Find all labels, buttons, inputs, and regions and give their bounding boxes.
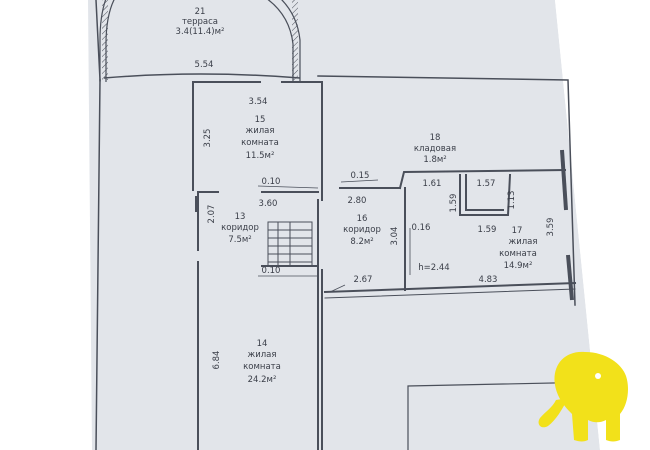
room-corridor-16: 16 коридор 8.2м² <box>343 214 381 247</box>
interior-walls <box>192 81 577 450</box>
room-name: коридор <box>343 225 381 235</box>
dim-wall-gap-b: 0.10 <box>262 266 281 276</box>
dim-corridor16-height: 3.04 <box>390 227 400 246</box>
room-name-line1: жилая <box>246 126 275 136</box>
room-name-line1: жилая <box>509 237 538 247</box>
dim-room17-height: 3.59 <box>546 218 556 237</box>
dim-storage-left: 1.61 <box>423 179 442 189</box>
room-name-line2: комната <box>241 138 279 148</box>
dim-storage-small: 1.13 <box>507 191 517 210</box>
room-number: 18 <box>430 133 441 143</box>
staircase <box>267 221 313 267</box>
elephant-logo <box>538 351 628 442</box>
room-number: 13 <box>235 212 246 222</box>
dim-storage-bottom: 1.59 <box>478 225 497 235</box>
room-living-14: 14 жилая комната 24.2м² <box>243 339 281 385</box>
dimension-lines <box>257 179 411 293</box>
room-name-line2: комната <box>499 249 537 259</box>
paper-shadow <box>555 0 650 450</box>
room-number: 15 <box>255 115 266 125</box>
room-area: 11.5м² <box>246 151 275 161</box>
dim-room15-width: 3.54 <box>249 97 268 107</box>
dim-room15-height: 3.25 <box>203 129 213 148</box>
room-living-17: 17 жилая комната 14.9м² <box>499 226 537 271</box>
paper-sheet <box>88 0 600 450</box>
room-area: 7.5м² <box>228 235 251 245</box>
room-name: кладовая <box>414 144 456 154</box>
terrace-arch <box>99 0 301 82</box>
room-number: 21 <box>195 7 206 17</box>
room-number: 14 <box>257 339 268 349</box>
room-name-line1: жилая <box>248 350 277 360</box>
dim-room14-height: 6.84 <box>212 351 222 370</box>
room-area: 14.9м² <box>504 261 533 271</box>
terrace-rail <box>103 73 301 79</box>
windows <box>195 149 574 301</box>
dim-stair-landing: 2.67 <box>354 275 373 285</box>
room-name: коридор <box>221 223 259 233</box>
dim-wall-gap-c: 0.15 <box>351 171 370 181</box>
room-name-line2: комната <box>243 362 281 372</box>
dim-room17-width: 4.83 <box>479 275 498 285</box>
dimension-labels: 5.54 3.54 3.25 3.60 2.07 0.10 0.10 2.80 … <box>195 60 556 369</box>
room-name: терраса <box>182 17 218 27</box>
room-number: 17 <box>512 226 523 236</box>
dim-corridor16-width: 2.80 <box>348 196 367 206</box>
ceiling-height: h=2.44 <box>418 263 449 273</box>
dim-wall-gap-a: 0.10 <box>262 177 281 187</box>
room-living-15: 15 жилая комната 11.5м² <box>241 115 279 161</box>
dim-corridor13-top: 3.60 <box>259 199 278 209</box>
lower-outline <box>407 381 601 450</box>
room-area: 1.8м² <box>423 155 446 165</box>
exterior-walls <box>95 0 576 450</box>
dim-storage-right: 1.57 <box>477 179 496 189</box>
room-corridor-13: 13 коридор 7.5м² <box>221 212 259 245</box>
room-area: 8.2м² <box>350 237 373 247</box>
dim-wall-gap-d: 0.16 <box>412 223 431 233</box>
dim-corridor13-height: 2.07 <box>207 205 217 224</box>
room-terrace: 21 терраса 3.4(11.4)м² <box>176 7 225 37</box>
dim-terrace-width: 5.54 <box>195 60 214 70</box>
room-storage-18: 18 кладовая 1.8м² <box>414 133 456 165</box>
room-area: 3.4(11.4)м² <box>176 27 225 37</box>
room-area: 24.2м² <box>248 375 277 385</box>
room-number: 16 <box>357 214 368 224</box>
dim-storage-depth: 1.59 <box>449 194 459 213</box>
